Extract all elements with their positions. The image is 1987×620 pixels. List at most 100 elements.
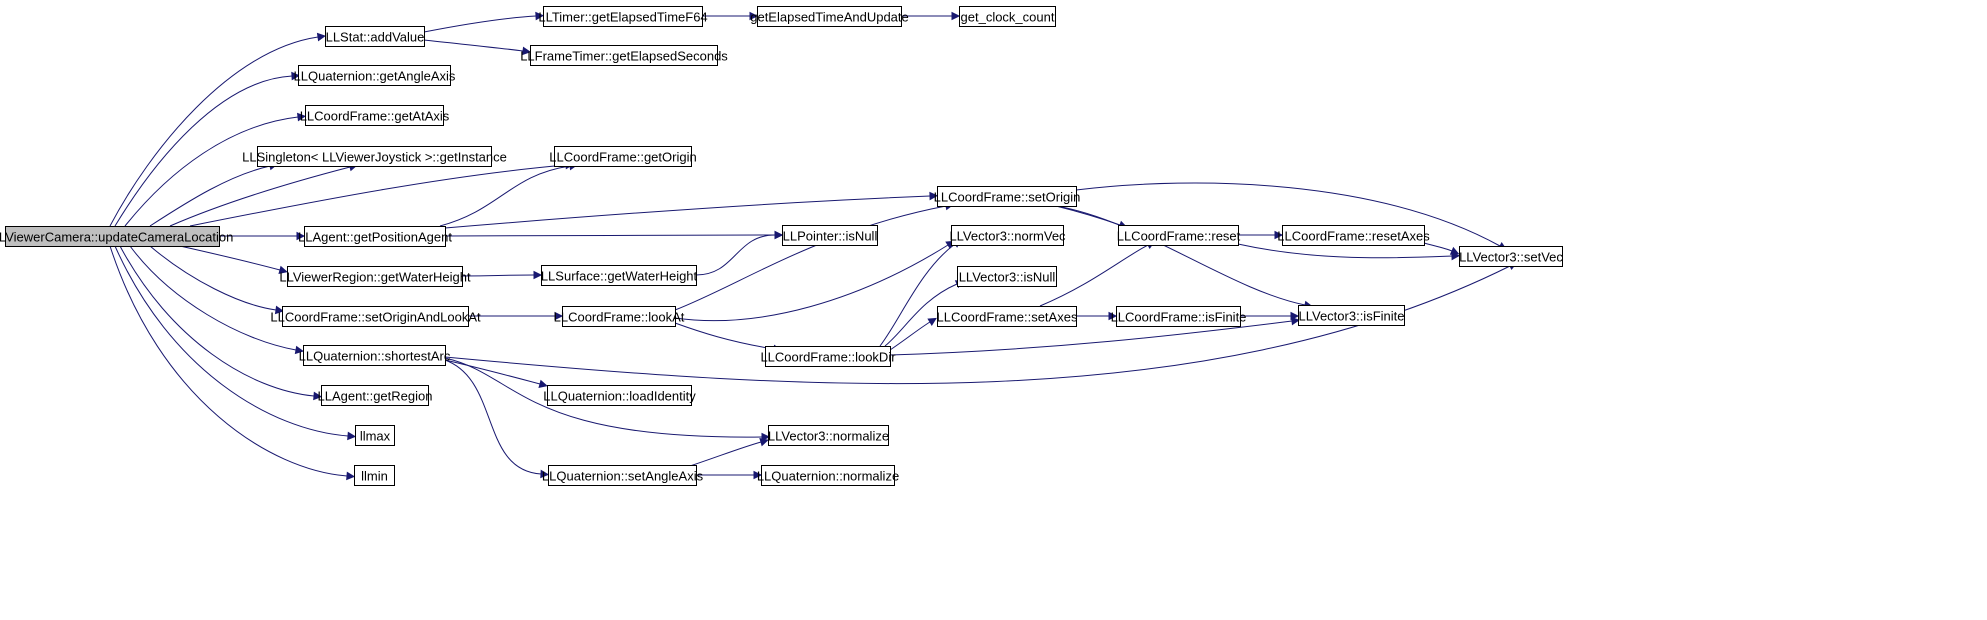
function-box[interactable] [1118, 225, 1239, 246]
node-getPositionAgent[interactable]: LLAgent::getPositionAgent [298, 226, 452, 247]
node-getAtAxis[interactable]: LLCoordFrame::getAtAxis [300, 105, 450, 126]
call-edge-arrowhead [294, 345, 305, 355]
node-getRegion[interactable]: LLAgent::getRegion [318, 385, 433, 406]
node-getInstance[interactable]: LLSingleton< LLViewerJoystick >::getInst… [242, 146, 507, 167]
function-box[interactable] [530, 45, 718, 66]
function-box[interactable] [354, 465, 395, 486]
function-box[interactable] [757, 6, 902, 27]
node-addValue[interactable]: LLStat::addValue [325, 26, 425, 47]
function-box[interactable] [782, 225, 878, 246]
call-edge-root-to-setOriginAndLookAt [149, 245, 277, 311]
node-getOrigin[interactable]: LLCoordFrame::getOrigin [549, 146, 697, 167]
function-box[interactable] [543, 6, 703, 27]
function-box[interactable] [298, 65, 451, 86]
node-normalizeV[interactable]: LLVector3::normalize [768, 425, 889, 446]
function-box[interactable] [547, 385, 692, 406]
node-normVec[interactable]: LLVector3::normVec [949, 225, 1066, 246]
call-edge-getPositionAgent-to-getOrigin [439, 165, 571, 227]
node-llmax[interactable]: llmax [355, 425, 395, 446]
function-box[interactable] [304, 226, 446, 247]
node-get_clock_count[interactable]: get_clock_count [959, 6, 1056, 27]
function-label: LLViewerCamera::updateCameraLocation [0, 230, 233, 245]
function-label: LLCoordFrame::setOriginAndLookAt [270, 310, 481, 325]
function-box[interactable] [937, 186, 1077, 207]
function-label: LLAgent::getRegion [318, 389, 433, 404]
call-edge-arrowhead [521, 46, 531, 56]
call-edge-lookDir-to-setAxes [889, 321, 931, 351]
node-reset[interactable]: LLCoordFrame::reset [1117, 225, 1241, 246]
node-lookAt[interactable]: LLCoordFrame::lookAt [554, 306, 685, 327]
node-getElapsedTimeAndUpdate[interactable]: getElapsedTimeAndUpdate [750, 6, 909, 27]
call-edge-arrowhead [774, 230, 784, 240]
call-edge-arrowhead [347, 431, 357, 441]
function-box[interactable] [257, 146, 492, 167]
node-setOrigin[interactable]: LLCoordFrame::setOrigin [934, 186, 1081, 207]
function-box[interactable] [1116, 306, 1241, 327]
node-root[interactable]: LLViewerCamera::updateCameraLocation [0, 226, 233, 247]
node-resetAxes[interactable]: LLCoordFrame::resetAxes [1277, 225, 1430, 246]
call-edge-shortestArc-to-setAngleAxis [444, 359, 542, 475]
function-box[interactable] [959, 6, 1056, 27]
function-box[interactable] [554, 146, 692, 167]
function-box[interactable] [937, 306, 1077, 327]
node-getElapsedSeconds[interactable]: LLFrameTimer::getElapsedSeconds [520, 45, 728, 66]
function-box[interactable] [303, 345, 446, 366]
function-box[interactable] [1298, 305, 1405, 326]
call-edge-addValue-to-getElapsedSeconds [423, 39, 524, 52]
call-edge-root-to-getInstance [169, 166, 351, 227]
call-edge-getWaterHeightVR-to-getWaterHeightS [461, 274, 535, 277]
call-edge-arrowhead [1108, 311, 1118, 321]
node-setAngleAxis[interactable]: LLQuaternion::setAngleAxis [542, 465, 704, 486]
call-edge-getPositionAgent-to-isNullPtr [444, 234, 776, 237]
function-box[interactable] [1282, 225, 1425, 246]
function-label: LLSurface::getWaterHeight [541, 269, 698, 284]
node-setVec[interactable]: LLVector3::setVec [1459, 246, 1563, 267]
node-llmin[interactable]: llmin [354, 465, 395, 486]
node-loadIdentity[interactable]: LLQuaternion::loadIdentity [543, 385, 696, 406]
function-box[interactable] [765, 346, 891, 367]
function-box[interactable] [761, 465, 895, 486]
function-label: LLVector3::normalize [768, 429, 889, 444]
function-box[interactable] [325, 26, 425, 47]
function-label: LLCoordFrame::lookDir [760, 350, 896, 365]
function-box[interactable] [287, 266, 463, 287]
call-edge-arrowhead [927, 317, 937, 326]
function-box[interactable] [768, 425, 889, 446]
function-box[interactable] [305, 105, 444, 126]
node-getWaterHeightVR[interactable]: LLViewerRegion::getWaterHeight [279, 266, 471, 287]
function-box[interactable] [282, 306, 469, 327]
function-label: LLCoordFrame::getOrigin [549, 150, 696, 165]
function-box[interactable] [541, 265, 697, 286]
function-box[interactable] [562, 306, 676, 327]
call-edge-setOrigin-to-reset [1055, 205, 1121, 226]
call-edge-arrowhead [1290, 311, 1300, 321]
call-edge-addValue-to-getElapsedTimeF64 [423, 15, 537, 33]
node-isNullV[interactable]: LLVector3::isNull [957, 266, 1057, 287]
function-box[interactable] [1459, 246, 1563, 267]
node-isNullPtr[interactable]: LLPointer::isNull [782, 225, 878, 246]
node-setAxes[interactable]: LLCoordFrame::setAxes [937, 306, 1078, 327]
call-edge-lookDir-to-isFiniteV [889, 320, 1293, 356]
node-setOriginAndLookAt[interactable]: LLCoordFrame::setOriginAndLookAt [270, 306, 481, 327]
function-box[interactable] [957, 266, 1057, 287]
node-isFiniteV[interactable]: LLVector3::isFinite [1298, 305, 1405, 326]
call-edge-lookAt-to-normVec [674, 244, 949, 322]
node-shortestArc[interactable]: LLQuaternion::shortestArc [299, 345, 451, 366]
function-box[interactable] [355, 425, 395, 446]
call-graph-nodes: LLViewerCamera::updateCameraLocation LLSt… [0, 6, 1563, 486]
function-label: LLQuaternion::setAngleAxis [542, 469, 704, 484]
node-normalizeQ[interactable]: LLQuaternion::normalize [757, 465, 899, 486]
function-box[interactable] [951, 225, 1064, 246]
root-function-box[interactable] [5, 226, 220, 247]
call-edge-arrowhead [316, 32, 326, 42]
call-edge-lookDir-to-normVec [879, 243, 956, 347]
node-getAngleAxis[interactable]: LLQuaternion::getAngleAxis [294, 65, 456, 86]
node-getWaterHeightS[interactable]: LLSurface::getWaterHeight [541, 265, 698, 286]
function-label: LLVector3::setVec [1459, 250, 1563, 265]
node-lookDir[interactable]: LLCoordFrame::lookDir [760, 346, 896, 367]
function-box[interactable] [321, 385, 429, 406]
node-isFiniteCF[interactable]: LLCoordFrame::isFinite [1111, 306, 1247, 327]
function-box[interactable] [548, 465, 697, 486]
node-getElapsedTimeF64[interactable]: LLTimer::getElapsedTimeF64 [538, 6, 708, 27]
